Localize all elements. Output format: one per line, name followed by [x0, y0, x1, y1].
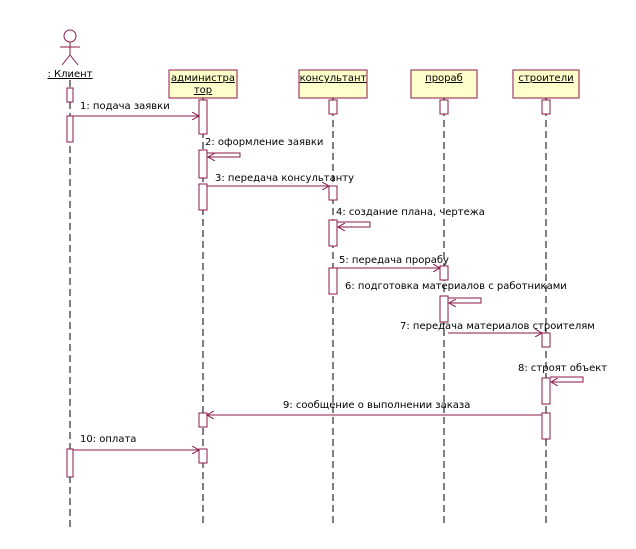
stick-figure-icon — [60, 29, 80, 66]
activation-bar — [541, 99, 551, 115]
activation-bar — [328, 99, 338, 115]
message-label: 3: передача консультанту — [215, 173, 354, 184]
activation-bar — [66, 87, 74, 103]
actor-label: : Клиент — [47, 69, 92, 80]
activation-bar — [66, 448, 74, 478]
message-6: 6: подготовка материалов с работниками — [345, 281, 567, 303]
participant-label: прораб — [425, 73, 463, 84]
activation-bar — [66, 115, 74, 143]
participant-label-line2: тор — [194, 85, 212, 96]
message-label: 1: подача заявки — [80, 101, 170, 112]
participant-foreman: прораб — [410, 69, 478, 99]
activation-bar — [198, 183, 208, 211]
actor-client: : Клиент — [47, 29, 93, 80]
activation-bar — [541, 332, 551, 348]
message-label: 5: передача прорабу — [339, 255, 449, 266]
activation-bar — [198, 412, 208, 428]
activation-bar — [198, 99, 208, 135]
activation-bar — [328, 267, 338, 295]
message-4: 4: создание плана, чертежа — [336, 207, 485, 227]
message-label: 8: строят объект — [518, 363, 607, 374]
activation-bar — [541, 377, 551, 405]
participant-label: консультант — [300, 73, 367, 84]
message-label: 9: сообщение о выполнении заказа — [283, 400, 470, 411]
participant-label: строители — [518, 73, 573, 84]
message-2: 2: оформление заявки — [205, 137, 323, 157]
participant-consultant: консультант — [298, 69, 368, 99]
activation-bar — [439, 265, 449, 281]
activation-bar — [439, 295, 449, 323]
activations — [66, 87, 551, 478]
message-label: 7: передача материалов строителям — [400, 321, 595, 332]
participant-builders: строители — [512, 69, 580, 99]
message-3: 3: передача консультанту — [207, 173, 354, 186]
activation-bar — [198, 149, 208, 179]
message-1: 1: подача заявки — [73, 101, 199, 116]
message-label: 4: создание плана, чертежа — [336, 207, 485, 218]
message-5: 5: передача прорабу — [337, 255, 449, 268]
activation-bar — [439, 99, 449, 115]
activation-bar — [328, 185, 338, 201]
activation-bar — [198, 448, 208, 464]
activation-bar — [328, 219, 338, 247]
message-label: 2: оформление заявки — [205, 137, 323, 148]
participant-admin: администра тор — [168, 69, 238, 99]
message-9: 9: сообщение о выполнении заказа — [207, 400, 542, 415]
participant-label: администра — [171, 73, 235, 84]
message-8: 8: строят объект — [518, 363, 607, 382]
message-label: 6: подготовка материалов с работниками — [345, 281, 567, 292]
message-10: 10: оплата — [73, 434, 199, 450]
message-7: 7: передача материалов строителям — [400, 321, 595, 333]
message-label: 10: оплата — [80, 434, 136, 445]
activation-bar — [541, 412, 551, 440]
